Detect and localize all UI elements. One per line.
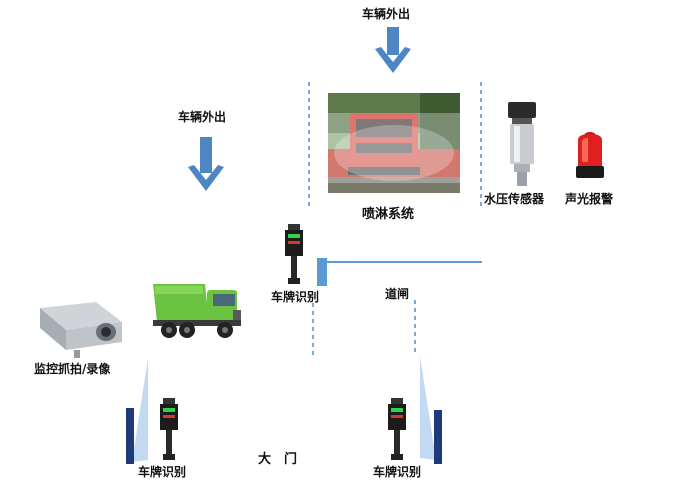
label-plate-recog-left: 车牌识别 <box>138 465 187 479</box>
arrow-down-icon <box>375 27 411 73</box>
label-exit-left: 车辆外出 <box>178 110 227 124</box>
dump-truck-icon <box>153 284 241 338</box>
label-water-sensor: 水压传感器 <box>484 192 545 206</box>
label-spray-system: 喷淋系统 <box>362 207 415 222</box>
pressure-sensor-icon <box>508 102 536 186</box>
plate-camera-icon <box>285 224 303 284</box>
gate-post-left <box>126 358 148 464</box>
label-alarm: 声光报警 <box>565 192 614 206</box>
plate-camera-icon <box>388 398 406 460</box>
arrow-down-icon <box>188 137 224 191</box>
barrier-post <box>317 258 327 286</box>
gate-post-right <box>420 356 442 464</box>
label-plate-recog-right: 车牌识别 <box>373 465 422 479</box>
label-exit-top: 车辆外出 <box>362 7 411 21</box>
alarm-light-icon <box>576 132 604 178</box>
truck-wash-photo <box>328 93 460 193</box>
label-gate: 大 门 <box>258 452 298 467</box>
label-plate-recog-mid: 车牌识别 <box>271 290 320 304</box>
label-barrier: 道闸 <box>385 287 410 301</box>
plate-camera-icon <box>160 398 178 460</box>
cctv-camera-icon <box>40 302 122 358</box>
label-monitor: 监控抓拍/录像 <box>34 362 111 376</box>
